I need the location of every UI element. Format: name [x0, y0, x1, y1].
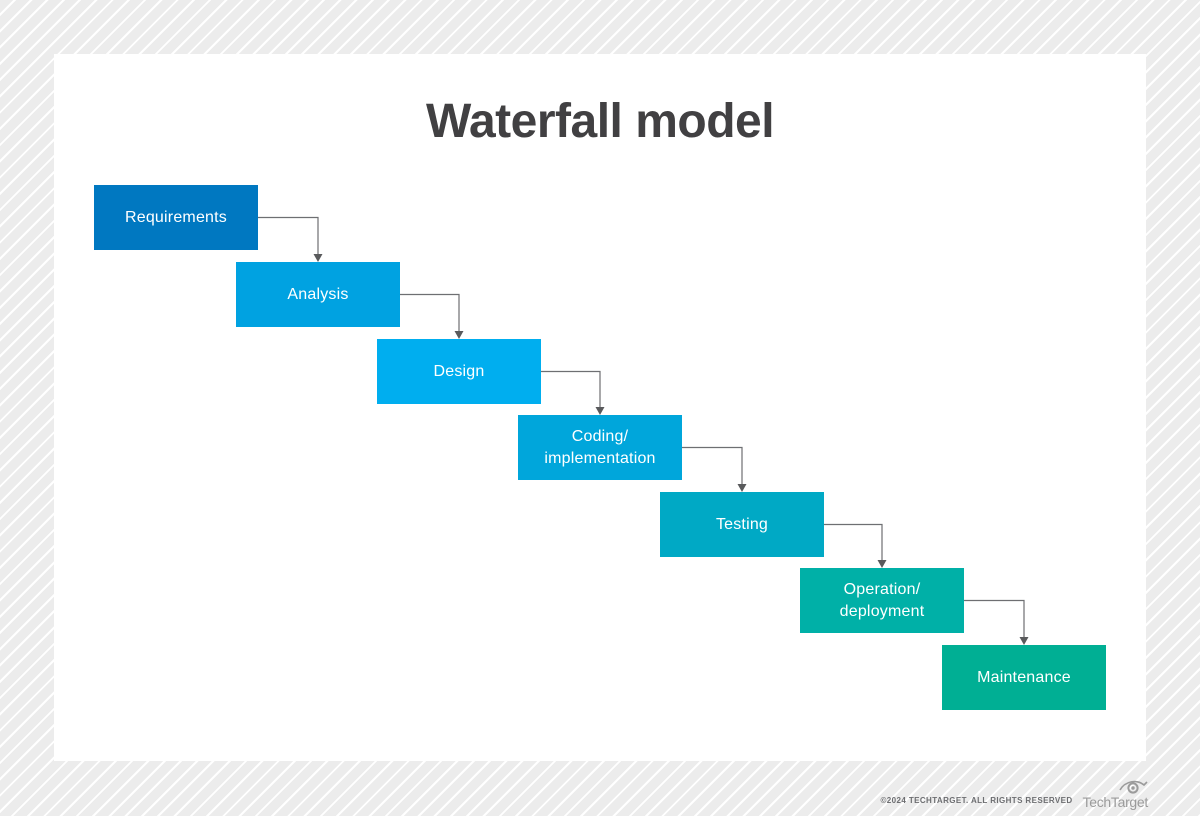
footer: ©2024 TECHTARGET. ALL RIGHTS RESERVED Te…	[880, 780, 1149, 812]
copyright-text: ©2024 TECHTARGET. ALL RIGHTS RESERVED	[880, 795, 1073, 805]
step-testing: Testing	[660, 492, 824, 557]
step-operation-deployment: Operation/ deployment	[800, 568, 964, 633]
techtarget-eye-icon	[1119, 780, 1148, 794]
techtarget-logo-text: TechTarget	[1082, 794, 1149, 810]
step-coding-implementation: Coding/ implementation	[518, 415, 682, 480]
page-title: Waterfall model	[425, 95, 775, 148]
techtarget-logo: TechTarget	[1082, 780, 1149, 812]
step-design: Design	[377, 339, 541, 404]
step-requirements: Requirements	[94, 185, 258, 250]
step-analysis: Analysis	[236, 262, 400, 327]
step-maintenance: Maintenance	[942, 645, 1106, 710]
